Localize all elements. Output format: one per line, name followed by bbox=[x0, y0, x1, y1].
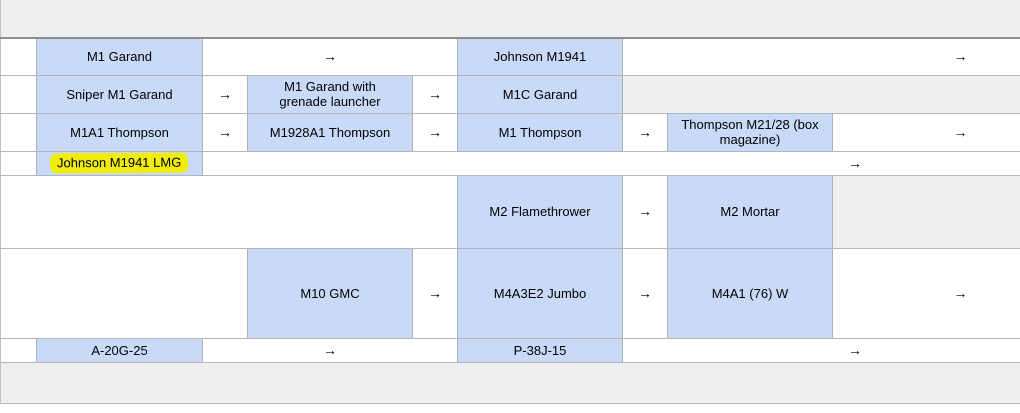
arrow-right-icon: → bbox=[428, 85, 442, 102]
cell-label: M1 Thompson bbox=[498, 124, 582, 140]
arrow-right-icon: → bbox=[953, 48, 968, 65]
arrow-right-icon: → bbox=[953, 123, 968, 140]
gray-band-cell bbox=[831, 175, 1020, 249]
cell-label: M2 Mortar bbox=[720, 204, 780, 219]
cell-m1-garand-with-grenade-launcher: M1 Garand with grenade launcher bbox=[247, 75, 413, 114]
arrow-cell: → bbox=[202, 75, 248, 114]
row-rifles-1: M1 Garand → Johnson M1941 → bbox=[0, 38, 1020, 76]
empty-cell bbox=[0, 248, 248, 339]
empty-cell bbox=[622, 338, 833, 363]
empty-cell bbox=[877, 338, 1020, 363]
cell-label: M2 Flamethrower bbox=[489, 204, 591, 219]
row-support: M2 Flamethrower → M2 Mortar bbox=[0, 175, 1020, 249]
arrow-right-icon: → bbox=[323, 48, 337, 65]
cell-sniper-m1-garand: Sniper M1 Garand bbox=[36, 75, 203, 114]
arrow-cell: → bbox=[202, 113, 248, 152]
cell-johnson-m1941: Johnson M1941 bbox=[457, 38, 623, 76]
arrow-cell: → bbox=[202, 38, 458, 76]
arrow-right-icon: → bbox=[218, 85, 232, 102]
cell-m1a1-thompson: M1A1 Thompson bbox=[36, 113, 203, 152]
arrow-cell: → bbox=[877, 113, 1020, 152]
arrow-right-icon: → bbox=[848, 341, 862, 358]
cell-m10-gmc: M10 GMC bbox=[247, 248, 413, 339]
empty-cell bbox=[0, 38, 37, 76]
cell-thompson-m21-28-box-magazine: Thompson M21/28 (box magazine) bbox=[667, 113, 833, 152]
arrow-cell: → bbox=[412, 248, 458, 339]
cell-label: Johnson M1941 bbox=[493, 49, 587, 65]
arrow-right-icon: → bbox=[953, 284, 968, 301]
highlight-annotation: Johnson M1941 LMG bbox=[50, 152, 189, 174]
cell-label: M1 Garand bbox=[86, 49, 153, 65]
empty-cell bbox=[0, 151, 37, 176]
empty-cell bbox=[832, 248, 878, 339]
arrow-cell: → bbox=[412, 113, 458, 152]
gray-band-cell bbox=[621, 75, 1020, 114]
cell-label: M1A1 Thompson bbox=[70, 124, 169, 140]
arrow-cell: → bbox=[877, 248, 1020, 339]
arrow-cell: → bbox=[832, 151, 878, 176]
cell-label: M1928A1 Thompson bbox=[269, 124, 391, 140]
arrow-cell: → bbox=[832, 338, 878, 363]
arrow-right-icon: → bbox=[638, 123, 652, 140]
empty-cell bbox=[202, 151, 833, 176]
row-aircraft: A-20G-25 → P-38J-15 → bbox=[0, 338, 1020, 363]
arrow-right-icon: → bbox=[638, 284, 652, 301]
empty-cell bbox=[0, 338, 37, 363]
arrow-cell: → bbox=[622, 113, 668, 152]
empty-cell bbox=[832, 113, 878, 152]
gray-band-cell bbox=[0, 0, 1020, 39]
arrow-cell: → bbox=[412, 75, 458, 114]
cell-m2-flamethrower: M2 Flamethrower bbox=[457, 175, 623, 249]
arrow-right-icon: → bbox=[638, 203, 652, 219]
row-smg: M1A1 Thompson → M1928A1 Thompson → M1 Thomps… bbox=[0, 113, 1020, 152]
cell-label: M1C Garand bbox=[502, 86, 578, 102]
arrow-right-icon: → bbox=[218, 123, 232, 140]
cell-m4a3e2-jumbo: M4A3E2 Jumbo bbox=[457, 248, 623, 339]
cell-label: M10 GMC bbox=[300, 285, 360, 301]
cell-m1-thompson: M1 Thompson bbox=[457, 113, 623, 152]
cell-m1928a1-thompson: M1928A1 Thompson bbox=[247, 113, 413, 152]
cell-a-20g-25: A-20G-25 bbox=[36, 338, 203, 363]
cell-m4a1-76-w: M4A1 (76) W bbox=[667, 248, 833, 339]
cell-m1-garand: M1 Garand bbox=[36, 38, 203, 76]
arrow-cell: → bbox=[622, 175, 668, 249]
empty-cell bbox=[0, 175, 458, 249]
arrow-cell: → bbox=[202, 338, 458, 363]
cell-label: Thompson M21/28 (box magazine) bbox=[681, 117, 819, 147]
cell-label: M1 Garand with grenade launcher bbox=[279, 79, 381, 109]
arrow-cell: → bbox=[622, 248, 668, 339]
row-lmg: Johnson M1941 LMG → bbox=[0, 151, 1020, 176]
gray-band-cell bbox=[0, 362, 1020, 404]
cell-label: M4A3E2 Jumbo bbox=[493, 285, 587, 301]
empty-cell bbox=[0, 113, 37, 152]
tech-tree-table: M1 Garand→Johnson M1941→Sniper M1 Garand… bbox=[0, 0, 1020, 404]
row-rifles-2: Sniper M1 Garand → M1 Garand with grenade … bbox=[0, 75, 1020, 114]
empty-cell bbox=[622, 38, 878, 76]
arrow-right-icon: → bbox=[428, 284, 442, 301]
bottom-band bbox=[0, 362, 1020, 404]
arrow-right-icon: → bbox=[428, 123, 442, 140]
cell-p-38j-15: P-38J-15 bbox=[457, 338, 623, 363]
cell-label: P-38J-15 bbox=[513, 342, 567, 358]
cell-johnson-m1941-lmg: Johnson M1941 LMG bbox=[36, 151, 203, 176]
cell-label: A-20G-25 bbox=[91, 342, 148, 358]
empty-cell bbox=[0, 75, 37, 114]
arrow-right-icon: → bbox=[848, 154, 862, 171]
arrow-cell: → bbox=[877, 38, 1020, 76]
row-vehicles: M10 GMC → M4A3E2 Jumbo → M4A1 (76) W → bbox=[0, 248, 1020, 339]
cell-m1c-garand: M1C Garand bbox=[457, 75, 623, 114]
empty-cell bbox=[877, 151, 1020, 176]
arrow-right-icon: → bbox=[323, 341, 337, 358]
cell-m2-mortar: M2 Mortar bbox=[667, 175, 833, 249]
cell-label: Sniper M1 Garand bbox=[66, 86, 173, 102]
top-band bbox=[0, 0, 1020, 39]
cell-label: M4A1 (76) W bbox=[711, 285, 789, 301]
tech-tree-body: M1 Garand→Johnson M1941→Sniper M1 Garand… bbox=[0, 0, 1020, 404]
